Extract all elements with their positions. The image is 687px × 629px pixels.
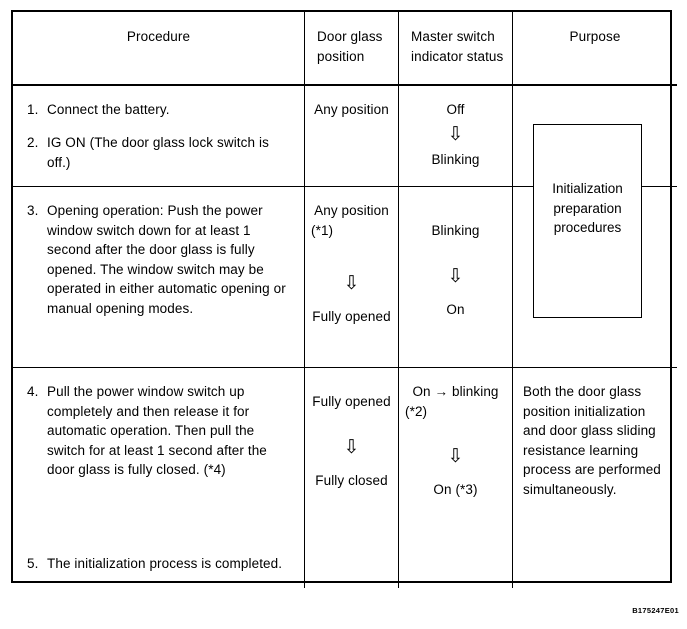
indicator-state-initial: Off [446,101,465,117]
procedure-step: 2. IG ON (The door glass lock switch is … [27,133,294,172]
cell-master-switch-status-row4: On → blinking (*2) ⇩ On (*3) [398,367,513,588]
step-number: 3. [27,203,39,219]
down-arrow-icon: ⇩ [447,124,464,146]
indicator-footnote-ref: (*2) [405,403,428,419]
door-glass-state-initial: Any position [314,101,389,117]
down-arrow-icon: ⇩ [343,436,360,458]
door-glass-state-final: Fully opened [312,309,391,325]
column-header-door-glass-position-line2: position [317,48,365,64]
door-glass-state-initial: Fully opened [312,394,391,410]
header-cell-purpose: Purpose [512,12,677,86]
column-header-master-switch-line1: Master switch [411,29,495,44]
step-number: 1. [27,101,39,117]
table-grid: Procedure Door glass position Master swi… [13,12,677,588]
procedure-step: 1. Connect the battery. [27,100,294,120]
indicator-state-final: On (*3) [433,482,478,498]
door-glass-state-final: Fully closed [315,472,388,488]
cell-door-glass-position-row3: Any position (*1) ⇩ Fully opened [304,186,399,369]
step-number: 2. [27,135,39,151]
header-cell-door-glass-position: Door glass position [304,12,399,86]
cell-door-glass-position-row4: Fully opened ⇩ Fully closed [304,367,399,588]
step-number: 4. [27,384,39,400]
step-text: Pull the power window switch up complete… [47,384,267,478]
cell-master-switch-status-row1: Off ⇩ Blinking [398,84,513,188]
cell-procedure-row3: 3. Opening operation: Push the power win… [13,186,305,369]
procedure-step: 3. Opening operation: Push the power win… [27,201,294,318]
cell-purpose-row4: Both the door glass position initializat… [512,367,677,588]
column-header-door-glass-position-line1: Door glass [317,29,383,44]
step-text: IG ON (The door glass lock switch is off… [47,135,269,170]
header-cell-procedure: Procedure [13,12,305,86]
cell-door-glass-position-row1: Any position [304,84,399,188]
indicator-state-initial: Blinking [431,223,480,239]
column-header-procedure: Procedure [126,29,191,44]
column-header-purpose: Purpose [569,29,621,44]
table-row: 1. Connect the battery. 2. IG ON (The do… [13,84,677,188]
purpose-text: Both the door glass position initializat… [523,384,661,497]
column-header-master-switch-line2: indicator status [411,48,504,64]
indicator-state-final: On [446,301,465,317]
indicator-state-initial: On → blinking [412,384,499,400]
figure-reference-code: B175247E01 [632,606,679,615]
door-glass-footnote-ref: (*1) [311,222,334,238]
door-glass-state-initial: Any position [314,203,389,219]
cell-procedure-row1: 1. Connect the battery. 2. IG ON (The do… [13,84,305,188]
table-row: 4. Pull the power window switch up compl… [13,367,677,588]
procedure-table: Procedure Door glass position Master swi… [11,10,677,588]
indicator-state-final: Blinking [431,152,480,168]
down-arrow-icon: ⇩ [447,265,464,287]
step-number: 5. [27,556,39,571]
step-text: Connect the battery. [47,101,170,117]
step-text: The initialization process is completed. [47,556,283,571]
callout-label: Initialization preparation procedures [552,181,623,236]
down-arrow-icon: ⇩ [447,446,464,468]
cell-procedure-row4: 4. Pull the power window switch up compl… [13,367,305,588]
header-cell-master-switch-indicator-status: Master switch indicator status [398,12,513,86]
cell-master-switch-status-row3: Blinking ⇩ On [398,186,513,369]
step-text: Opening operation: Push the power window… [47,203,286,316]
down-arrow-icon: ⇩ [343,273,360,295]
procedure-step: 5. The initialization process is complet… [27,554,294,574]
initialization-preparation-callout-box: Initialization preparation procedures [533,124,642,318]
table-header-row: Procedure Door glass position Master swi… [13,12,677,86]
procedure-step: 4. Pull the power window switch up compl… [27,382,294,480]
